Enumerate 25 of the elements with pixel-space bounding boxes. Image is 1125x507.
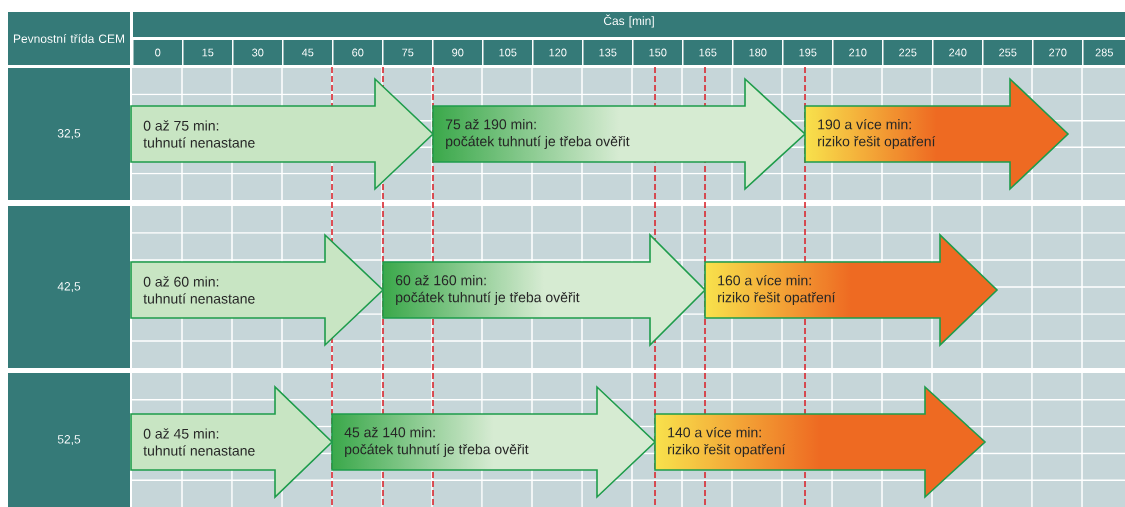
column-header: 60 bbox=[333, 40, 382, 65]
column-header: 30 bbox=[233, 40, 282, 65]
column-header: 75 bbox=[383, 40, 432, 65]
column-header: 195 bbox=[783, 40, 832, 65]
column-header: 180 bbox=[733, 40, 782, 65]
row-header: 32,5 bbox=[8, 68, 130, 200]
header-cell: Pevnostní třída CEM bbox=[8, 12, 130, 65]
column-header: 150 bbox=[633, 40, 682, 65]
column-header: 90 bbox=[433, 40, 482, 65]
column-header: 270 bbox=[1033, 40, 1082, 65]
column-header: 0 bbox=[133, 40, 182, 65]
row-header: 52,5 bbox=[8, 373, 130, 507]
column-header: 225 bbox=[883, 40, 932, 65]
column-header: 120 bbox=[533, 40, 582, 65]
column-header: 135 bbox=[583, 40, 632, 65]
column-header: 165 bbox=[683, 40, 732, 65]
column-header: 285 bbox=[1083, 40, 1125, 65]
row-header: 42,5 bbox=[8, 206, 130, 368]
header-cell: Čas [min] bbox=[133, 12, 1125, 37]
column-header: 255 bbox=[983, 40, 1032, 65]
column-header: 240 bbox=[933, 40, 982, 65]
column-header: 45 bbox=[283, 40, 332, 65]
column-header: 105 bbox=[483, 40, 532, 65]
column-header: 15 bbox=[183, 40, 232, 65]
column-header: 210 bbox=[833, 40, 882, 65]
